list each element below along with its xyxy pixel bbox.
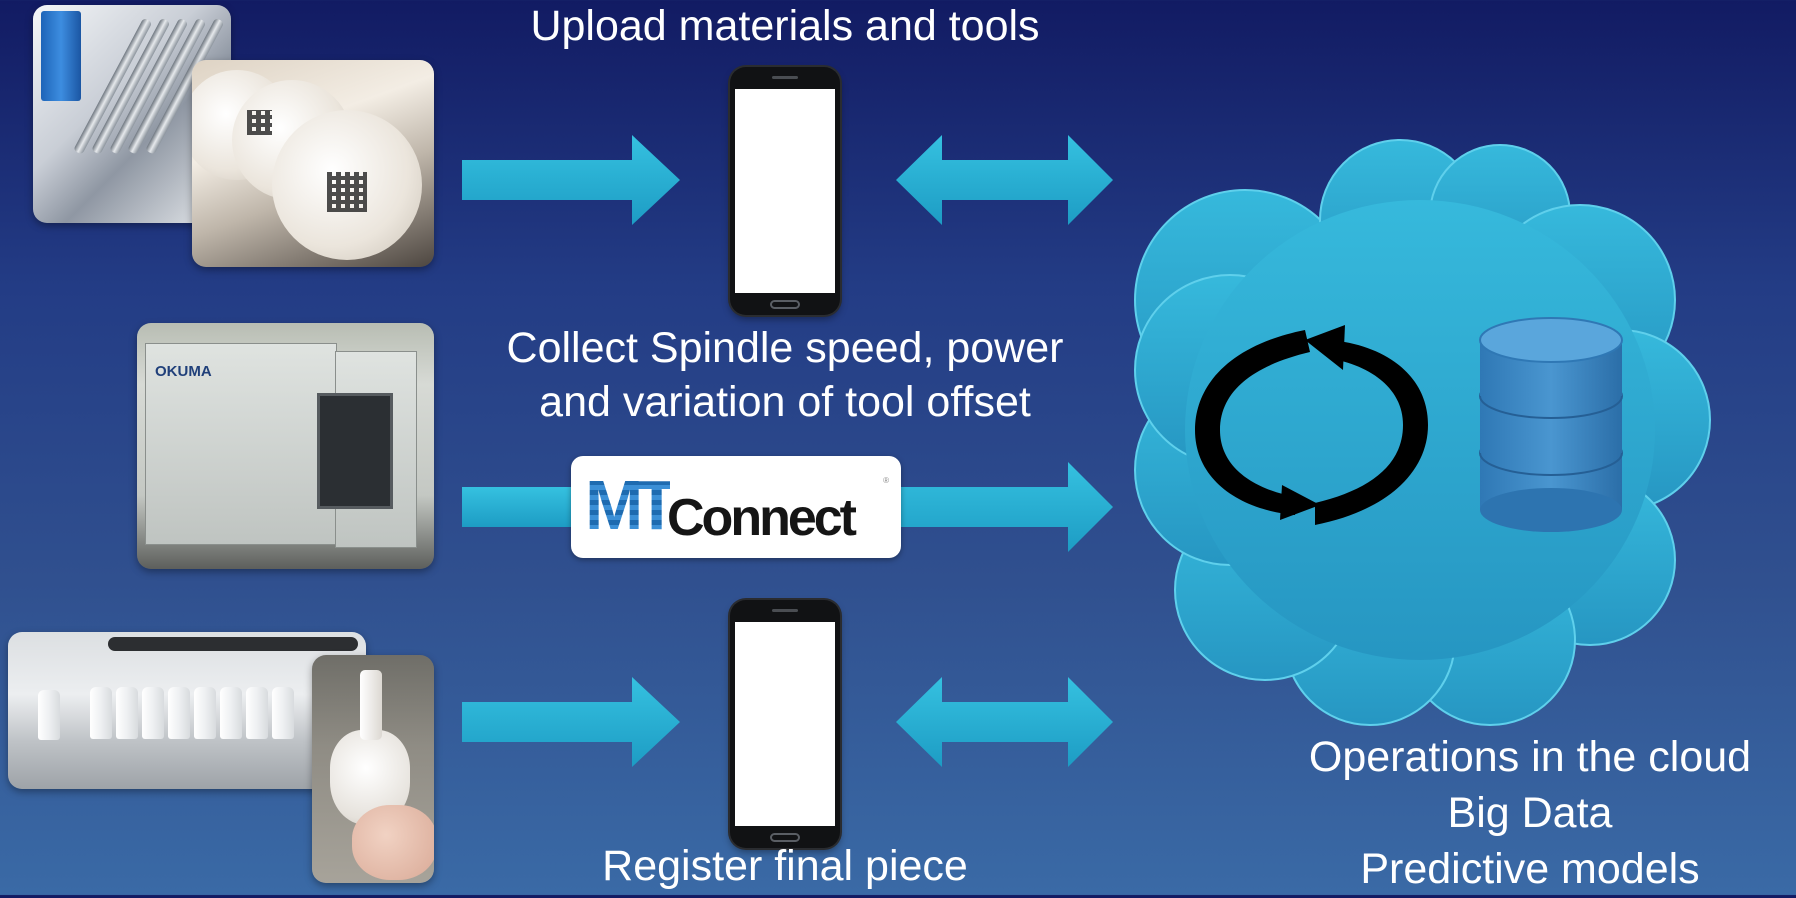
cloud-caption-line1: Operations in the cloud (1308, 733, 1752, 781)
arrow-right-row1 (462, 135, 680, 225)
phone-speaker (772, 609, 798, 612)
phone-home-button (770, 300, 800, 309)
plastic-part (116, 687, 138, 739)
smartphone-icon (730, 67, 840, 315)
plastic-part (142, 687, 164, 739)
mtconnect-logo-mt: MT (585, 466, 678, 544)
smartphone-icon (730, 600, 840, 848)
plastic-part (38, 690, 60, 740)
plastic-part (220, 687, 242, 739)
phone-speaker (772, 76, 798, 79)
cloud-caption: Operations in the cloud Big Data Predict… (1270, 730, 1790, 898)
qr-code (247, 110, 272, 135)
database-icon (1479, 317, 1623, 532)
hand (352, 805, 434, 880)
plastic-part (194, 687, 216, 739)
tool-bar (108, 637, 358, 651)
plastic-part (90, 687, 112, 739)
qr-code (327, 172, 367, 212)
mtconnect-logo-connect: Connect (667, 489, 857, 547)
collect-label-line2: and variation of tool offset (539, 377, 1031, 426)
arrow-left-stub-row2 (462, 487, 575, 527)
mtconnect-logo: MT Connect ® (571, 456, 901, 558)
collect-label-line1: Collect Spindle speed, power (506, 324, 1064, 372)
registered-mark: ® (883, 476, 889, 485)
arrow-right-row2 (900, 462, 1113, 552)
collect-label: Collect Spindle speed, power and variati… (460, 322, 1110, 430)
final-piece-stem (360, 670, 382, 740)
arrow-right-row3 (462, 677, 680, 767)
arrow-double-row1 (896, 135, 1113, 225)
machine-screen (317, 393, 393, 509)
material-blocks-photo (192, 60, 434, 267)
cnc-machine-photo: OKUMA (137, 323, 434, 569)
finished-parts-photo (8, 632, 366, 789)
plastic-part (246, 687, 268, 739)
phone-screen (735, 89, 835, 293)
cloud-caption-line2: Big Data (1447, 788, 1613, 837)
plastic-part (168, 687, 190, 739)
upload-label: Upload materials and tools (530, 2, 1040, 50)
phone-home-button (770, 833, 800, 842)
refresh-cycle-icon (1195, 325, 1428, 525)
arrow-double-row3 (896, 677, 1113, 767)
cloud-caption-line3: Predictive models (1360, 844, 1700, 893)
phone-screen (735, 622, 835, 826)
tool-boxes (41, 11, 81, 101)
hand-holding-part-photo (312, 655, 434, 883)
plastic-part (272, 687, 294, 739)
machine-brand: OKUMA (155, 363, 212, 380)
register-label: Register final piece (602, 842, 968, 890)
